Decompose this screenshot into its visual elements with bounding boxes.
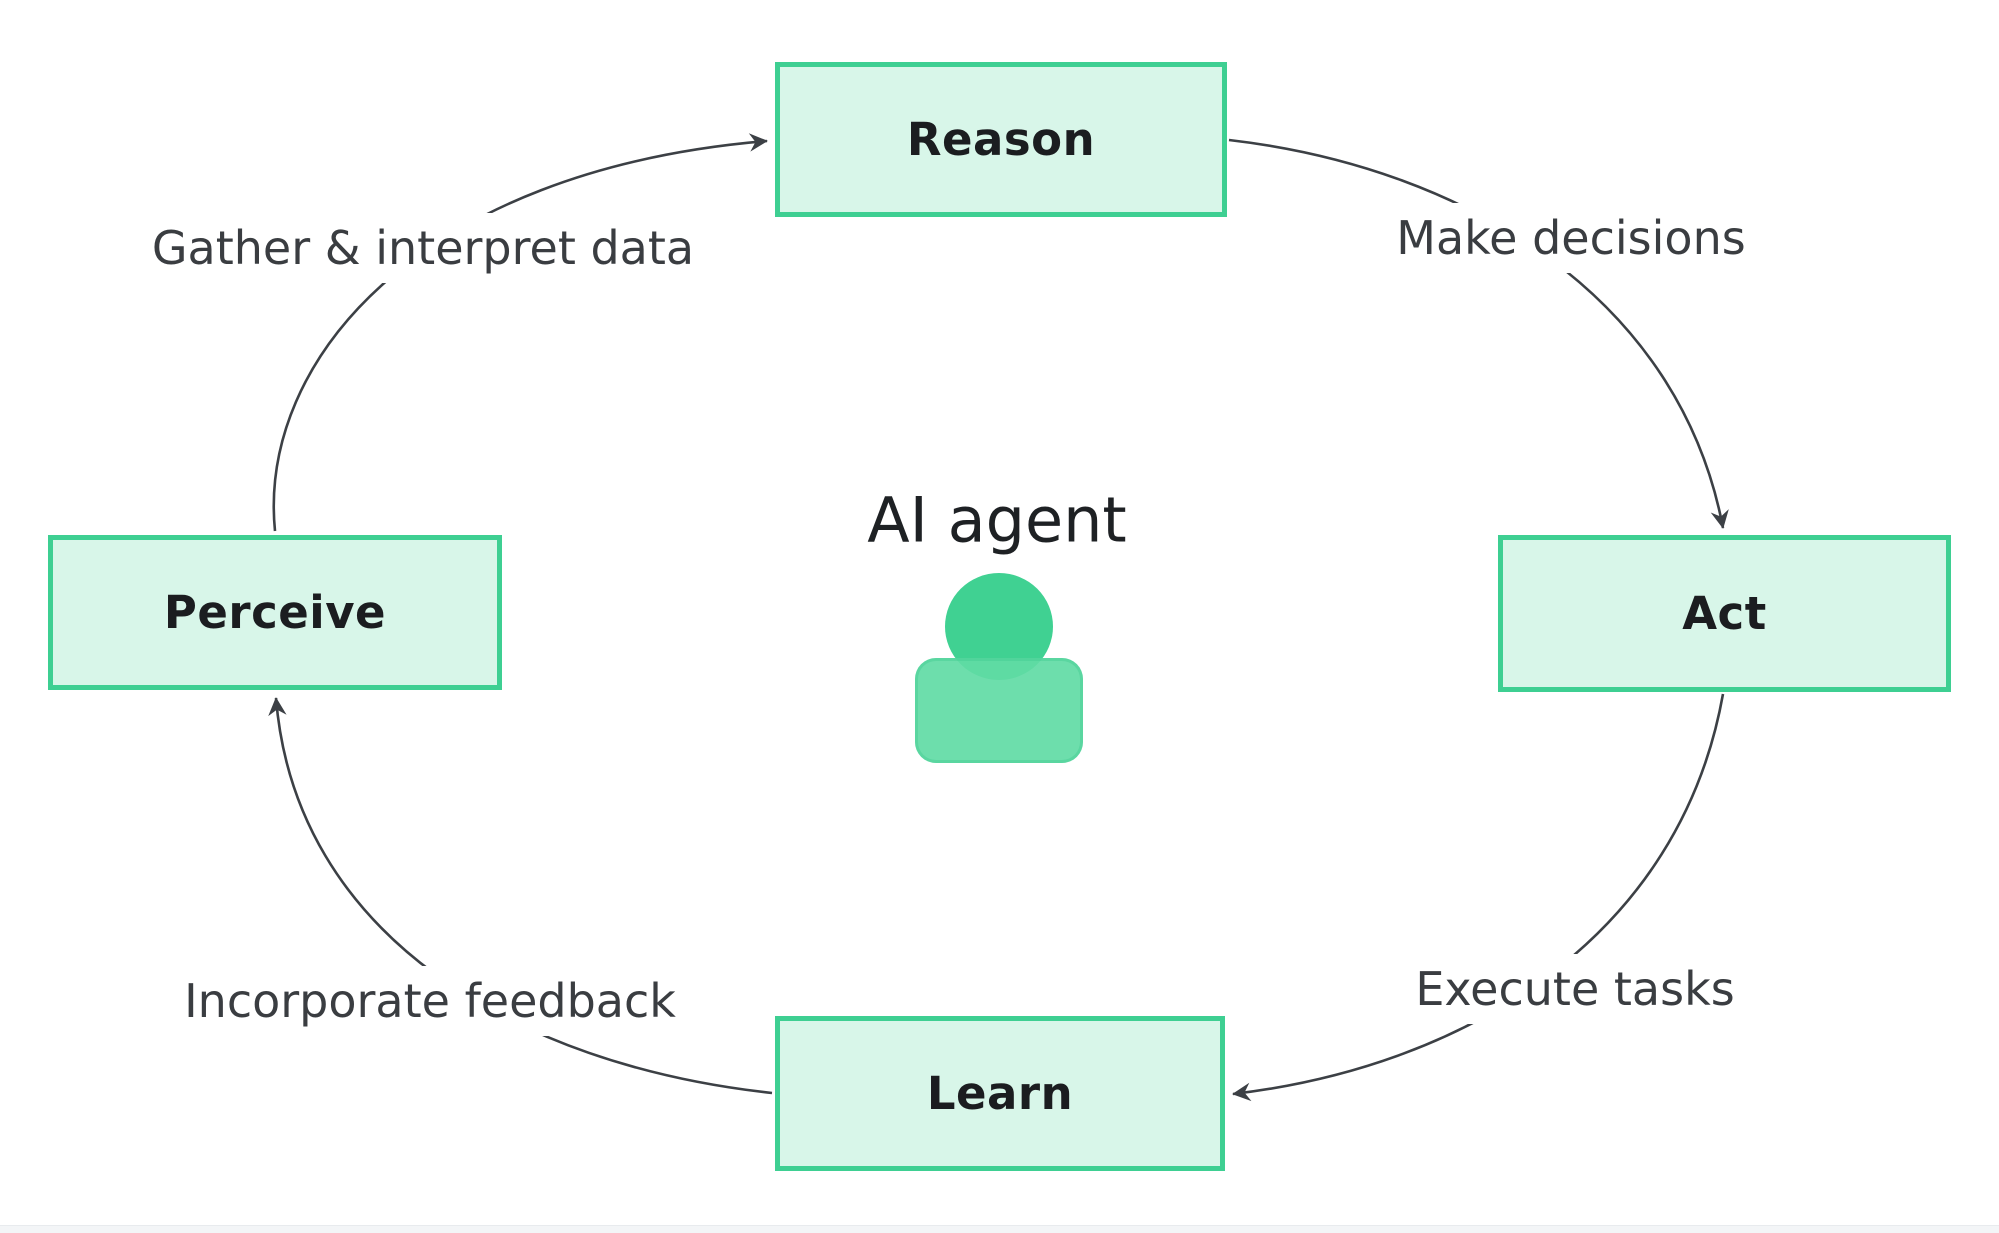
- node-learn: Learn: [775, 1016, 1225, 1171]
- edge-label-make-decisions: Make decisions: [1384, 203, 1758, 273]
- person-body-icon: [915, 658, 1083, 763]
- node-reason-label: Reason: [906, 113, 1096, 166]
- edge-arc-act-learn: [1232, 693, 1725, 1102]
- edge-label-gather-interpret-data: Gather & interpret data: [139, 213, 707, 283]
- node-learn-label: Learn: [926, 1067, 1074, 1120]
- node-perceive: Perceive: [48, 535, 502, 690]
- edge-label-incorporate-feedback: Incorporate feedback: [172, 966, 688, 1036]
- node-act-label: Act: [1682, 587, 1767, 640]
- edge-arc-reason-act: [1228, 138, 1729, 529]
- node-reason: Reason: [775, 62, 1227, 217]
- person-icon: [915, 573, 1083, 763]
- footer-bar: [0, 1225, 1999, 1233]
- edge-arc-perceive-reason: [272, 133, 768, 532]
- node-perceive-label: Perceive: [163, 586, 387, 639]
- ai-agent-title: AI agent: [867, 483, 1127, 557]
- node-act: Act: [1498, 535, 1951, 692]
- edge-label-execute-tasks: Execute tasks: [1403, 954, 1747, 1024]
